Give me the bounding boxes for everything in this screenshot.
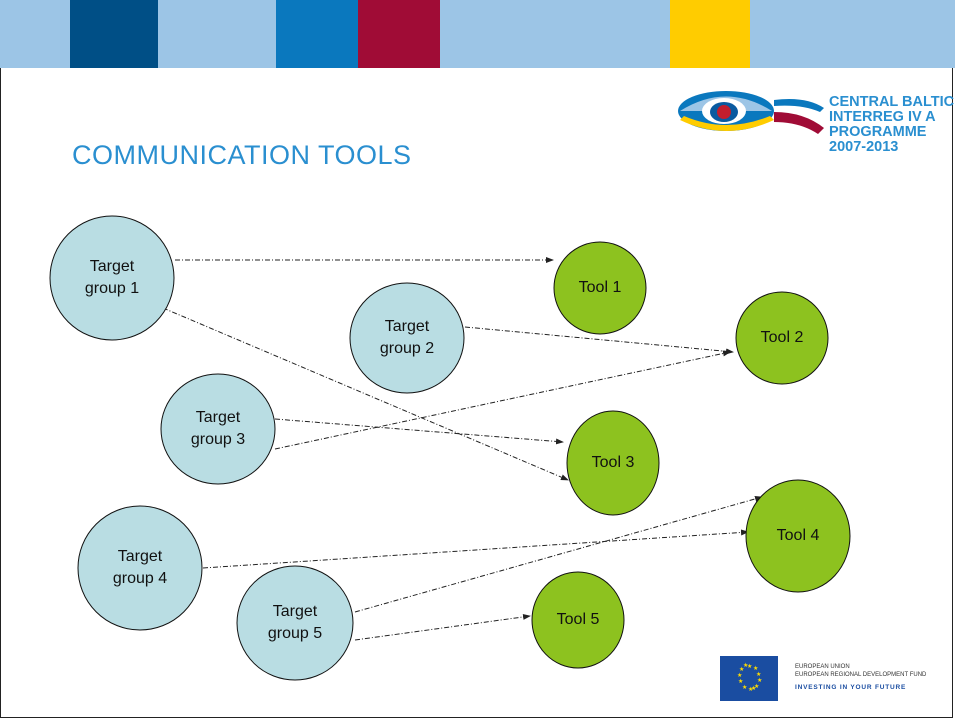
link-tg5-t4 — [354, 496, 763, 613]
svg-text:★: ★ — [743, 662, 748, 669]
target-group-2 — [349, 282, 465, 394]
tool-4-label-line: Tool 4 — [776, 527, 820, 544]
target-group-1 — [49, 215, 175, 341]
target-group-1-label: Target group 1 — [50, 216, 174, 340]
svg-text:★: ★ — [756, 671, 761, 678]
eu-slogan: INVESTING IN YOUR FUTURE — [795, 684, 907, 691]
svg-text:★: ★ — [754, 683, 759, 690]
target-group-4-label-line: group 4 — [112, 570, 168, 587]
target-group-1-label-line: group 1 — [84, 280, 140, 297]
target-group-4-label-line: Target — [117, 548, 163, 565]
eu-flag-icon: ★★★ ★★★ ★★★ ★★★ — [720, 656, 778, 701]
link-tg4-t4 — [202, 529, 749, 569]
central-baltic-logo — [678, 91, 824, 134]
link-tg1-t3 — [162, 307, 569, 481]
target-group-5-label: Target group 5 — [237, 566, 353, 680]
target-group-4 — [77, 505, 203, 631]
stripe-segment — [440, 0, 670, 68]
link-tg5-t5 — [354, 613, 531, 641]
tool-5-label: Tool 5 — [532, 572, 624, 668]
stripe-segment — [0, 0, 70, 68]
target-group-5 — [236, 565, 354, 681]
target-group-4-label: Target group 4 — [78, 506, 202, 630]
logo-line-1: CENTRAL BALTIC — [829, 94, 955, 110]
eu-funding-badge: ★★★ ★★★ ★★★ ★★★ EUROPEAN UNION EUROPEAN … — [720, 656, 930, 701]
stripe-segment — [670, 0, 750, 68]
tool-5 — [531, 571, 625, 669]
target-group-2-label: Target group 2 — [350, 283, 464, 393]
svg-text:★: ★ — [738, 678, 743, 685]
target-group-3-label-line: Target — [195, 409, 241, 426]
target-group-1-label-line: Target — [89, 258, 135, 275]
target-group-3-label: Target group 3 — [161, 374, 275, 484]
target-group-2-label-line: Target — [384, 318, 430, 335]
link-tg3-t2 — [274, 350, 731, 450]
programme-logo-text: CENTRAL BALTIC INTERREG IV A PROGRAMME 2… — [829, 95, 954, 155]
svg-text:★: ★ — [742, 684, 747, 691]
tool-3-label: Tool 3 — [567, 411, 659, 515]
logo-line-2: INTERREG IV A — [829, 109, 936, 125]
logo-line-3: PROGRAMME — [829, 124, 927, 140]
svg-text:★: ★ — [739, 666, 744, 673]
tool-3 — [566, 410, 660, 516]
tool-1-label-line: Tool 1 — [578, 279, 622, 296]
tool-4 — [745, 479, 851, 593]
tool-2-label-line: Tool 2 — [760, 329, 804, 346]
header-stripe-bar — [0, 0, 955, 68]
svg-text:★: ★ — [737, 672, 742, 679]
logo-line-4: 2007-2013 — [829, 139, 899, 155]
tool-1-label: Tool 1 — [554, 242, 646, 334]
tool-2 — [735, 291, 829, 385]
svg-text:★: ★ — [757, 677, 762, 684]
link-tg2-t2 — [464, 326, 734, 355]
stripe-segment — [158, 0, 276, 68]
tool-3-label-line: Tool 3 — [591, 454, 635, 471]
page-title: COMMUNICATION TOOLS — [72, 140, 412, 170]
target-group-2-label-line: group 2 — [379, 340, 435, 357]
tool-2-label: Tool 2 — [736, 292, 828, 384]
svg-text:★: ★ — [747, 663, 752, 670]
link-tg3-t3 — [274, 418, 564, 445]
eu-line-1: EUROPEAN UNION — [795, 664, 850, 670]
stripe-segment — [276, 0, 358, 68]
target-group-5-label-line: group 5 — [267, 625, 323, 642]
svg-text:★: ★ — [751, 685, 756, 692]
tool-1 — [553, 241, 647, 335]
stripe-segment — [70, 0, 158, 68]
target-group-5-label-line: Target — [272, 603, 318, 620]
stripe-segment — [358, 0, 440, 68]
tool-4-label: Tool 4 — [746, 480, 850, 592]
eu-text: EUROPEAN UNION EUROPEAN REGIONAL DEVELOP… — [795, 663, 926, 679]
target-group-3 — [160, 373, 276, 485]
svg-text:★: ★ — [753, 665, 758, 672]
target-group-3-label-line: group 3 — [190, 431, 246, 448]
stripe-segment — [750, 0, 955, 68]
eu-line-2: EUROPEAN REGIONAL DEVELOPMENT FUND — [795, 672, 927, 678]
tool-5-label-line: Tool 5 — [556, 611, 600, 628]
svg-text:★: ★ — [748, 686, 753, 693]
